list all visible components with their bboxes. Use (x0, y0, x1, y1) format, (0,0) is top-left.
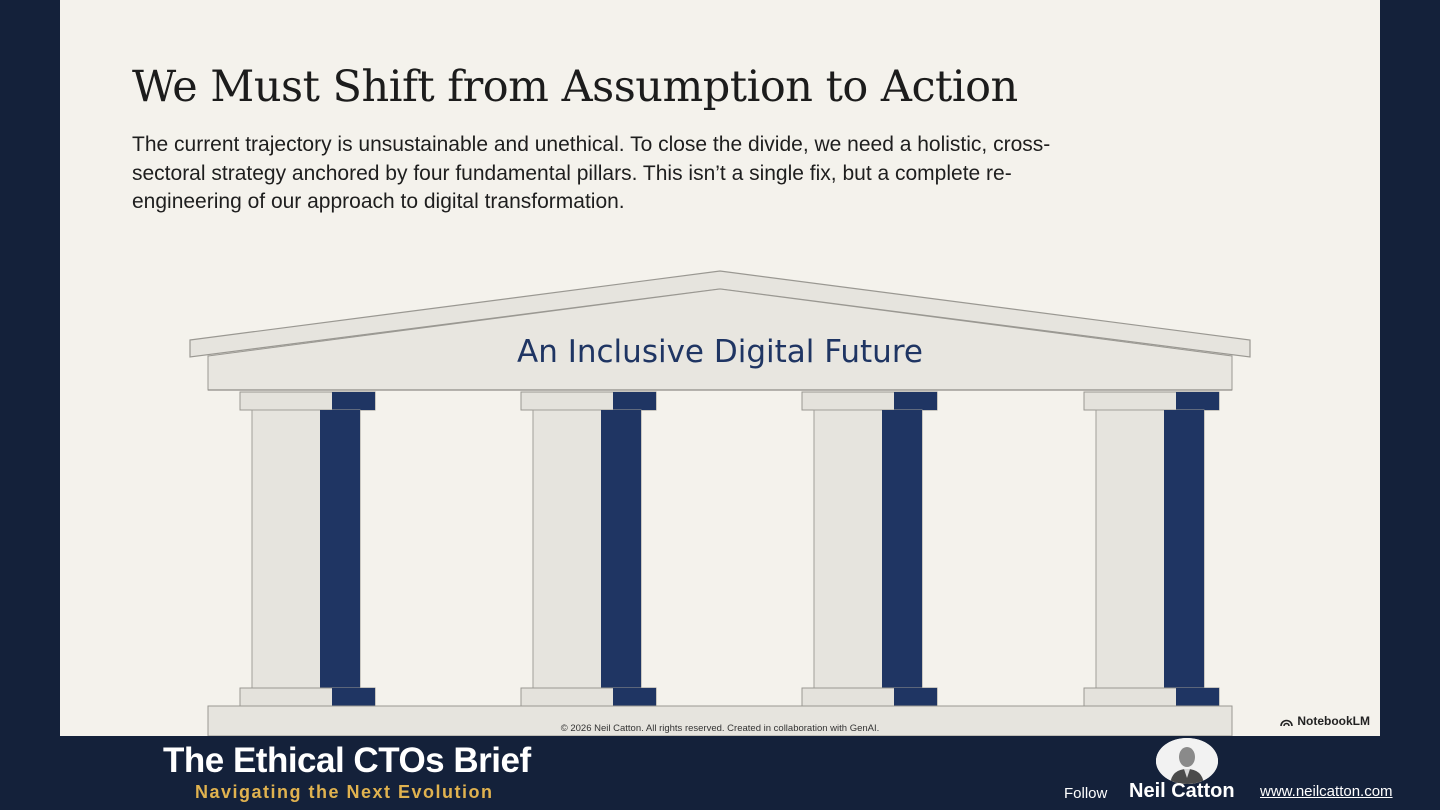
temple-roof (189, 270, 1251, 358)
slide-body-text: The current trajectory is unsustainable … (132, 133, 1051, 213)
pillar-3 (801, 391, 938, 707)
pediment-label: An Inclusive Digital Future (517, 334, 923, 370)
notebooklm-icon (1280, 719, 1294, 726)
notebooklm-watermark: NotebookLM (1280, 714, 1370, 728)
copyright-notice: © 2026 Neil Catton. All rights reserved.… (560, 723, 880, 734)
brand-title: The Ethical CTOs Brief (163, 741, 531, 780)
slide-title: We Must Shift from Assumption to Action (132, 62, 1018, 112)
slide: We Must Shift from Assumption to Action … (60, 0, 1380, 736)
pillar-2 (520, 391, 657, 707)
temple-illustration (189, 270, 1251, 736)
pillar-4 (1083, 391, 1220, 707)
person-icon (1156, 738, 1218, 784)
author-avatar (1156, 738, 1218, 784)
notebooklm-label: NotebookLM (1297, 714, 1370, 728)
temple-pediment (207, 288, 1233, 391)
author-name[interactable]: Neil Catton (1129, 780, 1235, 802)
follow-label: Follow (1064, 785, 1108, 802)
temple-base (207, 705, 1233, 736)
brand-subtitle: Navigating the Next Evolution (195, 782, 494, 802)
pillar-1 (239, 391, 376, 707)
website-link[interactable]: www.neilcatton.com (1260, 783, 1393, 800)
